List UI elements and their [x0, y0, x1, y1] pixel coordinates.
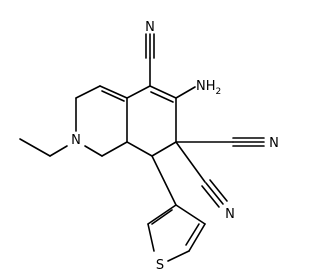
nitrile-c5-nitrogen-label: N [145, 20, 155, 35]
bond-c1-n2 [84, 145, 103, 157]
bond-c4a-c5 [126, 85, 151, 99]
bond-c8-c8a [126, 141, 153, 157]
bond-c7-nitrile-down-1 [201, 185, 220, 208]
bond-c7-nitrile-down-2 [205, 182, 224, 205]
bond-c7-nitrile-down-3 [209, 179, 228, 202]
bond-c7-c8 [151, 141, 177, 157]
ring-nitrogen-label: N [71, 133, 81, 148]
bond-c3-c4 [75, 85, 101, 99]
bond-th-s-c5 [167, 250, 190, 262]
bond-c4-c4a-inner [101, 90, 125, 102]
bond-c6-nh2 [175, 86, 196, 99]
atom-label-layer: N NH2 N N N S [71, 20, 279, 273]
bond-n2-ch2 [49, 145, 68, 157]
bond-c5-c6-inner [150, 91, 174, 103]
bond-th-c3-c2-inner [151, 209, 173, 225]
bond-c8-thiophene [151, 155, 177, 206]
amino-nh-text: NH [196, 79, 216, 94]
amino-subscript: 2 [216, 87, 222, 97]
bond-th-c4-c3 [175, 204, 206, 225]
bond-th-c5-c4 [188, 223, 206, 252]
bond-th-c2-s [147, 223, 155, 252]
molecule-structure: N NH2 N N N S [19, 20, 279, 273]
bond-c7-cn-down [175, 141, 206, 183]
bond-ch2-ch3 [19, 138, 51, 157]
nitrile-c7-right-nitrogen-label: N [269, 136, 279, 151]
bond-c4-c4a [99, 85, 128, 99]
amino-label: NH2 [196, 79, 221, 97]
nitrile-c7-down-nitrogen-label: N [225, 207, 235, 222]
bond-th-c5-c4-inner [185, 223, 200, 246]
bond-c5-c6-outer [149, 85, 177, 99]
bond-c8a-c1 [101, 141, 128, 157]
bond-layer [19, 33, 265, 262]
thiophene-sulfur-label: S [156, 258, 164, 273]
bond-th-c3-c2 [147, 204, 177, 225]
